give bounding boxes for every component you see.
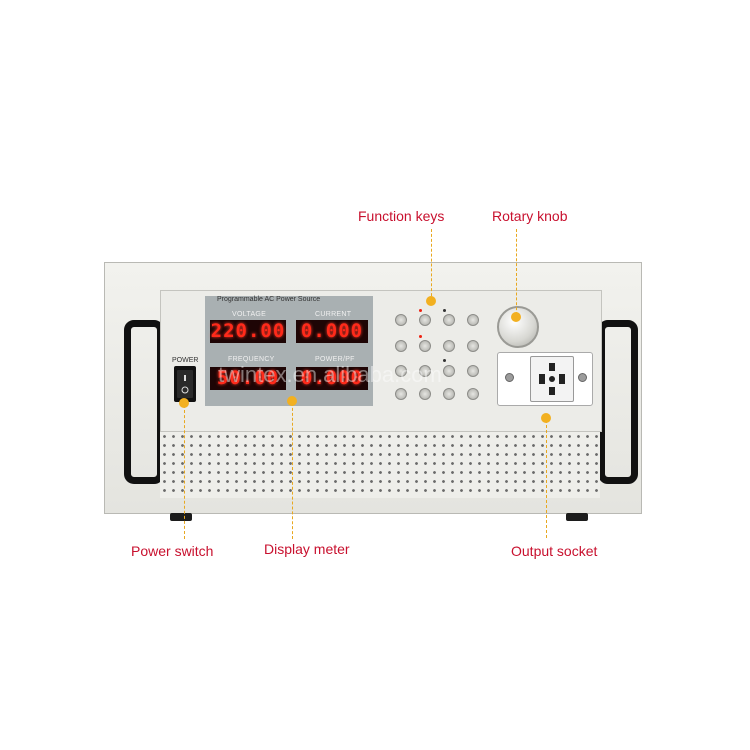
function-key[interactable]	[419, 365, 431, 377]
function-key[interactable]	[443, 388, 455, 400]
current-label: CURRENT	[315, 311, 352, 318]
function-keys-area	[392, 306, 480, 404]
key-indicator-led	[443, 359, 446, 362]
function-key[interactable]	[467, 340, 479, 352]
function-keys-callout: Function keys	[358, 208, 445, 224]
key-indicator-led	[419, 309, 422, 312]
leader-line	[546, 420, 547, 538]
power-pf-label: POWER/PF	[315, 356, 355, 363]
power-switch-callout: Power switch	[131, 543, 214, 559]
leader-line	[431, 229, 432, 301]
panel-title: Programmable AC Power Source	[217, 296, 321, 303]
screw-icon	[505, 373, 514, 382]
function-key[interactable]	[467, 388, 479, 400]
output-socket[interactable]	[530, 356, 574, 402]
function-key[interactable]	[395, 314, 407, 326]
leader-dot	[511, 312, 521, 322]
function-key[interactable]	[443, 340, 455, 352]
leader-dot	[287, 396, 297, 406]
vent-grille	[160, 432, 600, 498]
function-key[interactable]	[395, 365, 407, 377]
display-meter-callout: Display meter	[264, 541, 350, 557]
leader-line	[516, 229, 517, 315]
function-key[interactable]	[419, 340, 431, 352]
universal-socket-icon	[539, 363, 565, 395]
left-handle[interactable]	[124, 320, 164, 484]
leader-dot	[541, 413, 551, 423]
function-key[interactable]	[395, 388, 407, 400]
power-rocker[interactable]	[177, 370, 193, 398]
frequency-readout: 50.00	[210, 367, 286, 390]
leader-dot	[426, 296, 436, 306]
function-key[interactable]	[395, 340, 407, 352]
power-pf-readout: 0.000	[296, 367, 368, 390]
screw-icon	[578, 373, 587, 382]
function-key[interactable]	[419, 388, 431, 400]
function-key[interactable]	[467, 314, 479, 326]
rocker-marks-icon	[181, 375, 189, 394]
output-socket-callout: Output socket	[511, 543, 598, 559]
function-key[interactable]	[443, 314, 455, 326]
key-indicator-led	[419, 335, 422, 338]
power-label: POWER	[172, 357, 199, 364]
leader-dot	[179, 398, 189, 408]
current-readout: 0.000	[296, 320, 368, 343]
voltage-label: VOLTAGE	[232, 311, 267, 318]
leader-line	[292, 403, 293, 539]
frequency-label: FREQUENCY	[228, 356, 275, 363]
key-indicator-led	[443, 309, 446, 312]
function-key[interactable]	[467, 365, 479, 377]
foot	[170, 513, 192, 521]
voltage-readout: 220.00	[210, 320, 286, 343]
rotary-knob-callout: Rotary knob	[492, 208, 568, 224]
function-key[interactable]	[419, 314, 431, 326]
leader-line	[184, 405, 185, 539]
foot	[566, 513, 588, 521]
right-handle[interactable]	[598, 320, 638, 484]
watermark: twintex.en.alibaba.com	[218, 362, 442, 387]
function-key[interactable]	[443, 365, 455, 377]
